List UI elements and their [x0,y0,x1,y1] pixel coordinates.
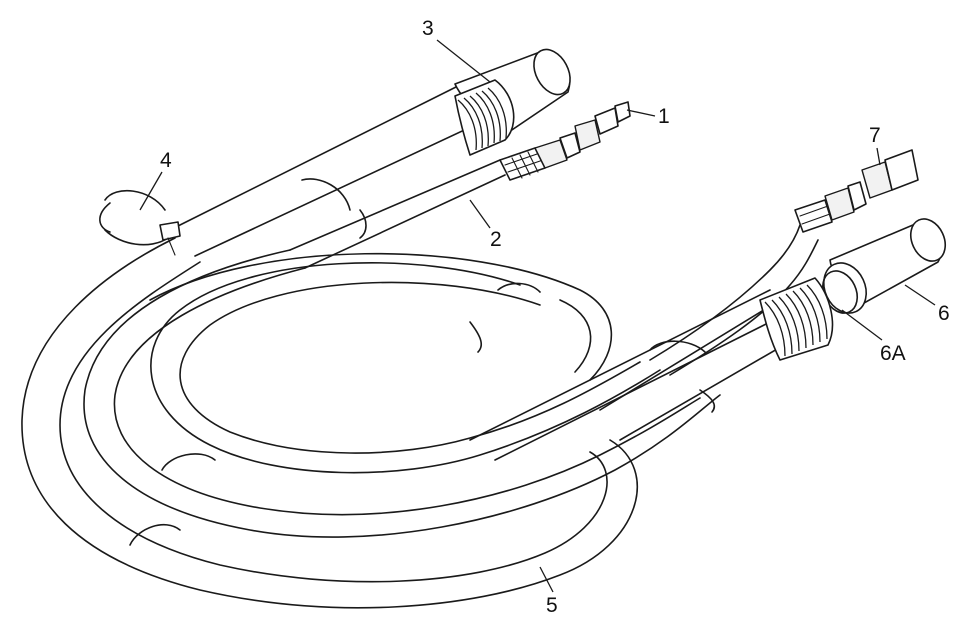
callout-4: 4 [160,149,172,172]
lower-fitting-stack [794,149,919,233]
ribbed-cuff-lower [759,277,834,361]
callout-7: 7 [869,124,881,147]
outer-hose-loop [21,79,638,609]
callout-6: 6 [938,302,950,325]
callout-6a: 6A [880,342,906,365]
leader-lines [139,39,936,593]
inner-hose-loop [149,252,661,474]
callout-1: 1 [658,105,670,128]
hose-clips [129,178,716,546]
callout-5: 5 [546,594,558,617]
cuff-part-6 [821,218,947,314]
callout-3: 3 [422,17,434,40]
cuff-part-3 [454,48,571,156]
upper-fitting-stack [499,101,631,181]
right-hose-runs [469,224,819,461]
middle-hose-loop [83,159,721,538]
clip-part-4 [99,189,181,256]
callout-2: 2 [490,228,502,251]
